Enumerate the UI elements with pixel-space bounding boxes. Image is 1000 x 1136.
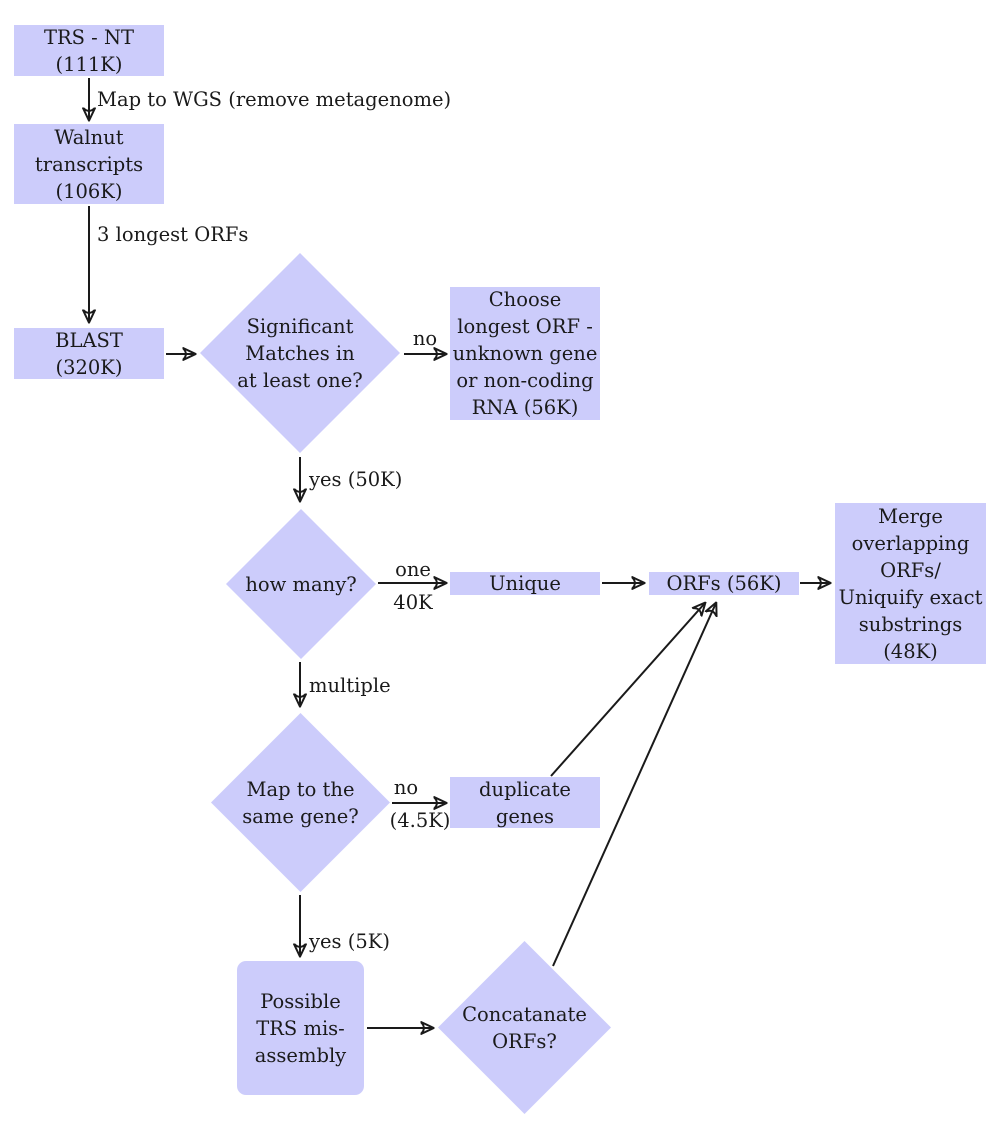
- label-40k: 40K: [393, 591, 433, 614]
- decision-significant-matches: Significant Matches in at least one?: [200, 253, 400, 453]
- label-4-5k: (4.5K): [389, 809, 451, 832]
- node-trs-nt: TRS - NT (111K): [14, 25, 164, 76]
- node-duplicate-genes: duplicate genes: [450, 777, 600, 828]
- label-yes-50k: yes (50K): [309, 468, 403, 491]
- decision-map-same-gene: Map to the same gene?: [211, 713, 390, 892]
- node-text-line: ORFs (56K): [666, 572, 782, 595]
- node-text-line: BLAST: [55, 328, 123, 352]
- node-text-line: TRS mis-: [256, 1016, 345, 1040]
- label-no-same-gene: no: [393, 776, 419, 799]
- label-3-longest-orfs: 3 longest ORFs: [97, 223, 249, 246]
- node-unique: Unique: [450, 572, 600, 595]
- node-text-line: genes: [495, 804, 555, 828]
- node-text-line: Possible: [260, 989, 341, 1013]
- edge-concatenate-to-orfs: [552, 603, 716, 967]
- node-text-line: unknown gene: [452, 342, 598, 365]
- node-blast: BLAST (320K): [14, 328, 164, 379]
- node-text-line: (48K): [883, 639, 938, 663]
- node-text-line: (320K): [55, 355, 123, 379]
- node-merge-overlapping: Merge overlapping ORFs/ Uniquify exact s…: [835, 503, 986, 664]
- node-text-line: RNA (56K): [471, 396, 579, 419]
- node-text-line: or non-coding: [456, 369, 594, 392]
- label-one: one: [395, 558, 431, 581]
- node-text-line: substrings: [858, 612, 963, 636]
- label-no-significant: no: [412, 327, 438, 350]
- node-orfs: ORFs (56K): [649, 572, 799, 595]
- decision-text-line: Map to the: [246, 777, 355, 801]
- node-text-line: Choose: [488, 288, 562, 311]
- node-text-line: Uniquify exact: [838, 585, 983, 609]
- node-text-line: longest ORF -: [457, 315, 593, 338]
- decision-text-line: Significant: [246, 314, 354, 338]
- node-text-line: Walnut: [54, 125, 124, 149]
- node-text-line: duplicate: [479, 777, 571, 801]
- node-walnut-transcripts: Walnut transcripts (106K): [14, 124, 164, 204]
- decision-text-line: how many?: [245, 572, 357, 596]
- label-map-to-wgs: Map to WGS (remove metagenome): [97, 88, 452, 111]
- decision-how-many: how many?: [226, 509, 376, 659]
- decision-text-line: at least one?: [237, 368, 363, 392]
- node-text-line: overlapping: [851, 531, 970, 555]
- decision-concatenate-orfs: Concatanate ORFs?: [438, 941, 611, 1114]
- node-text-line: (106K): [55, 179, 123, 203]
- node-text-line: assembly: [254, 1043, 347, 1067]
- decision-text-line: ORFs?: [492, 1029, 557, 1053]
- node-text-line: Merge: [878, 504, 943, 528]
- decision-text-line: Matches in: [245, 341, 355, 365]
- decision-text-line: same gene?: [242, 804, 359, 828]
- node-text-line: TRS - NT: [43, 25, 135, 49]
- node-choose-longest-orf: Choose longest ORF - unknown gene or non…: [450, 287, 600, 420]
- node-text-line: Unique: [489, 572, 561, 595]
- node-text-line: transcripts: [34, 152, 144, 176]
- edge-duplicate-to-orfs: [550, 603, 705, 777]
- decision-text-line: Concatanate: [462, 1002, 587, 1026]
- label-multiple: multiple: [309, 674, 391, 697]
- label-yes-5k: yes (5K): [309, 930, 390, 953]
- node-text-line: (111K): [55, 52, 123, 76]
- node-possible-trs-misassembly: Possible TRS mis- assembly: [237, 961, 364, 1095]
- node-text-line: ORFs/: [880, 558, 941, 582]
